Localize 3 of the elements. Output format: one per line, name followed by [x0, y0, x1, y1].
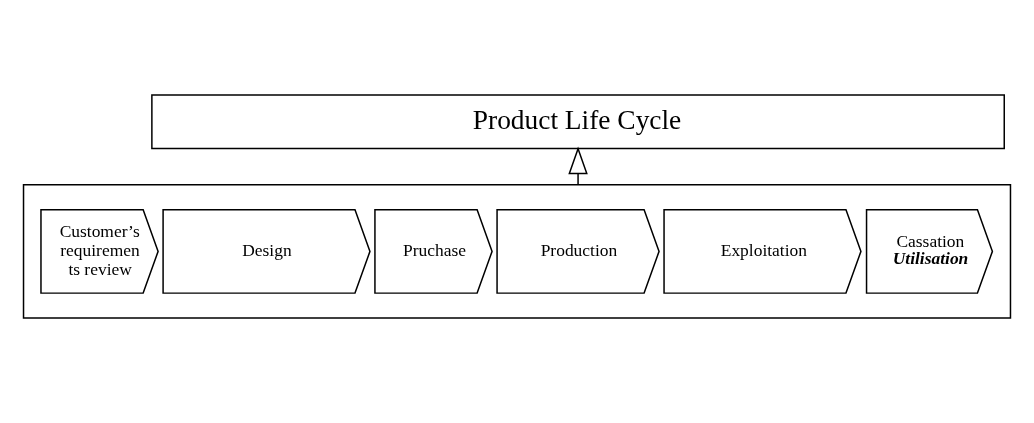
arrow	[568, 146, 588, 186]
cluster	[22, 183, 1012, 319]
node-box: Product Life Cycle	[151, 94, 1005, 150]
